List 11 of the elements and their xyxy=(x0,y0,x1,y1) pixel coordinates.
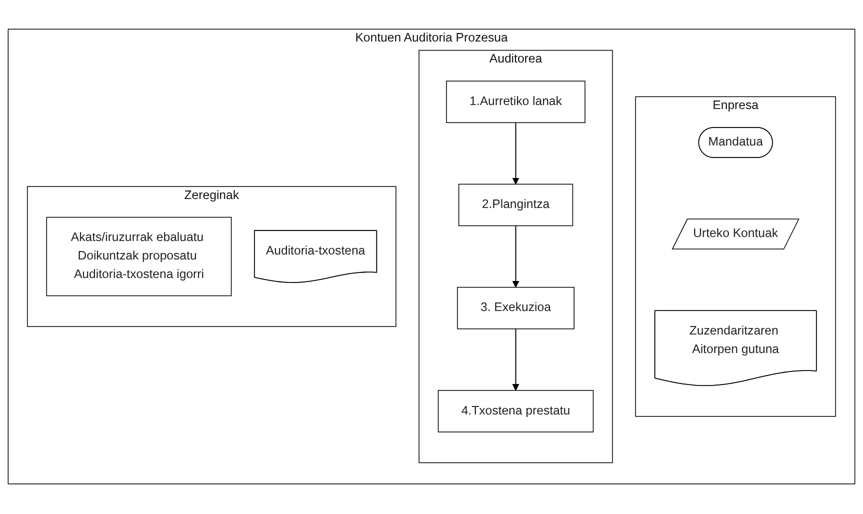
cluster xyxy=(418,50,613,464)
node-box xyxy=(457,287,574,330)
node-box xyxy=(438,390,594,433)
arrow xyxy=(512,122,520,185)
node-box xyxy=(458,184,574,227)
arrow xyxy=(512,328,520,392)
cluster xyxy=(635,96,836,418)
node-box xyxy=(446,81,586,124)
node-box xyxy=(46,217,232,297)
cluster xyxy=(27,186,396,328)
arrow xyxy=(512,226,520,288)
